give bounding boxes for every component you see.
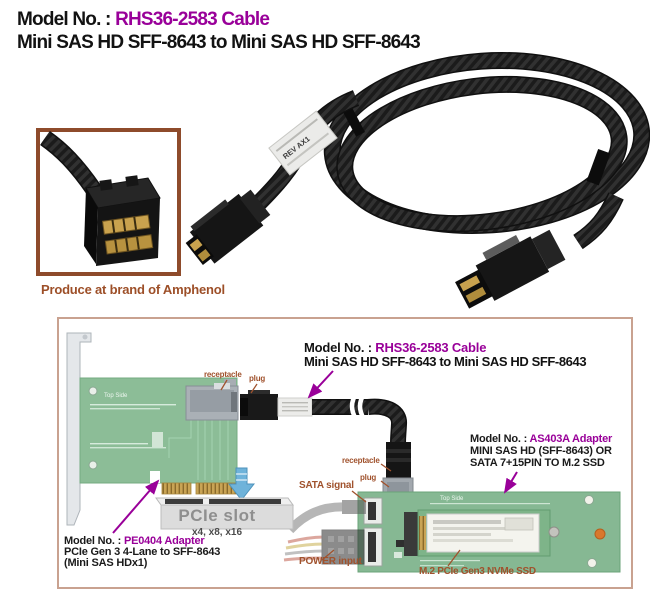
m2-socket	[404, 512, 420, 556]
cable-tie	[586, 148, 611, 186]
left-plug	[240, 390, 278, 420]
pcie-slot-sizes: x4, x8, x16	[191, 527, 243, 538]
power-cable	[283, 529, 365, 565]
left-receptacle-label: receptacle	[204, 370, 242, 379]
pcie-slot	[155, 497, 294, 530]
faded-cables	[283, 500, 366, 565]
cable-right-tail	[573, 192, 624, 250]
diagram-border	[57, 317, 633, 589]
as403a-line2: MINI SAS HD (SFF-8643) OR	[470, 445, 612, 457]
cable-spec-label: REV AX1	[268, 110, 338, 176]
cable-photo: REV AX1	[185, 51, 650, 309]
as403a-arrow	[503, 471, 518, 494]
m2-ssd-label: M.2 PCIe Gen3 NVMe SSD	[419, 566, 536, 577]
pe0404-model: PE0404 Adapter	[123, 535, 205, 547]
page-title-prefix: Model No. :	[17, 9, 116, 30]
ssd-screw	[548, 526, 560, 538]
inset-photo	[36, 128, 181, 276]
diagram-cable-subtitle: Mini SAS HD SFF-8643 to Mini SAS HD SFF-…	[304, 354, 587, 369]
right-plug-label: plug	[360, 473, 377, 482]
as403a-model: AS403A Adapter	[529, 433, 613, 445]
right-receptacle-label: receptacle	[342, 456, 380, 465]
page-title-model: RHS36-2583 Cable	[115, 9, 270, 30]
sata-signal-label: SATA signal	[299, 480, 354, 491]
standoff	[594, 528, 606, 540]
cable-model-arrow	[307, 370, 334, 399]
sata-ports	[363, 497, 383, 567]
left-receptacle	[185, 379, 239, 421]
right-adapter-card: Top Side	[357, 491, 621, 573]
as403a-line3: SATA 7+15PIN TO M.2 SSD	[470, 457, 605, 469]
page-title: Model No. : RHS36-2583 Cable	[17, 9, 270, 31]
cable-left-tail: REV AX1	[251, 90, 360, 211]
pe0404-title: Model No. : PE0404 Adapter	[64, 535, 205, 547]
pe0404-arrow	[112, 479, 160, 534]
as403a-title: Model No. : AS403A Adapter	[470, 433, 612, 445]
m2-ssd	[417, 509, 560, 557]
down-arrow	[227, 467, 256, 501]
left-plug-label: plug	[249, 374, 266, 383]
pcie-slot-label: PCIe slot	[178, 506, 256, 525]
inset-connector	[84, 175, 161, 266]
left-card-silkscreen: Top Side	[104, 393, 128, 399]
connection-diagram: Top Side	[57, 317, 633, 589]
cable-coil	[323, 51, 650, 235]
cable-left-connector	[185, 189, 271, 266]
sata-cable-connector	[342, 500, 366, 514]
inset-caption: Produce at brand of Amphenol	[41, 282, 225, 297]
sata-cable	[286, 502, 347, 534]
pe0404-prefix: Model No. :	[64, 535, 124, 547]
cable-right-connector	[455, 229, 566, 309]
diagram-cable-title-prefix: Model No. :	[304, 340, 376, 355]
diagram-cable	[277, 392, 414, 499]
model-arrows	[112, 370, 518, 534]
cable-break-mark	[349, 392, 358, 421]
cable-break-mark	[357, 392, 366, 421]
label-pointers	[220, 379, 461, 567]
power-input-label: POWER input	[299, 556, 362, 567]
diagram-cable-title-model: RHS36-2583 Cable	[375, 340, 487, 355]
as403a-prefix: Model No. :	[470, 433, 530, 445]
cable-tie	[343, 107, 365, 137]
page-subtitle: Mini SAS HD SFF-8643 to Mini SAS HD SFF-…	[17, 32, 421, 53]
right-card-silkscreen: Top Side	[440, 496, 464, 502]
pe0404-line2: PCIe Gen 3 4-Lane to SFF-8643	[64, 546, 221, 558]
pe0404-line3: (Mini SAS HDx1)	[64, 557, 148, 569]
diagram-cable-title: Model No. : RHS36-2583 Cable	[304, 340, 486, 355]
